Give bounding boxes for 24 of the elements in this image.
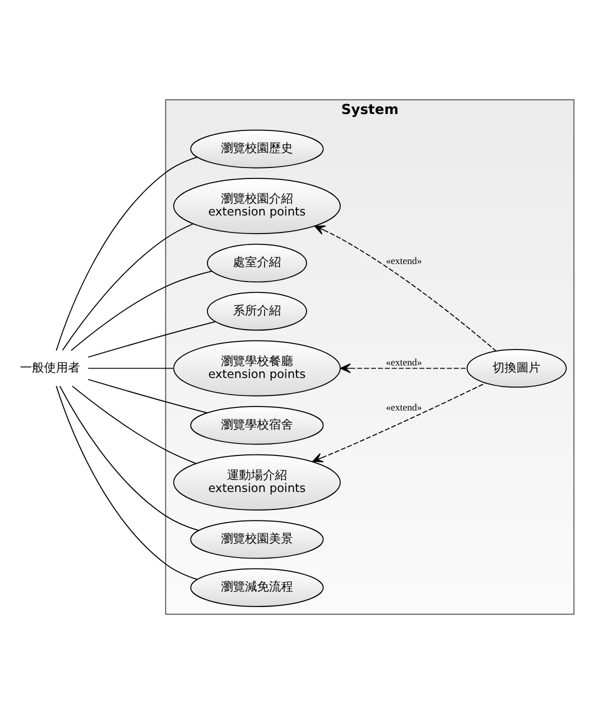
node-ellipse: 處室介紹 — [206, 243, 308, 282]
connector — [62, 223, 194, 350]
arrow — [312, 382, 486, 462]
node-ellipse: 瀏覽學校宿舍 — [190, 406, 324, 444]
node-ellipse: 瀏覽校園美景 — [190, 520, 324, 558]
arrow — [340, 362, 468, 373]
node-ellipse: 瀏覽校園歷史 — [190, 129, 324, 168]
edge-label: «extend» — [386, 402, 422, 414]
node-ellipse: 切換圖片 — [466, 348, 567, 388]
edge-label: «extend» — [386, 256, 422, 267]
connector — [72, 385, 196, 464]
edge-label: «extend» — [386, 356, 422, 368]
connector — [88, 367, 174, 368]
connector — [88, 378, 208, 413]
connector — [70, 270, 213, 350]
connector — [88, 320, 216, 358]
connector — [56, 156, 198, 351]
node-ellipse: 瀏覽學校餐廳 extension points — [173, 340, 341, 396]
node-text: 一般使用者 — [20, 360, 80, 374]
connector — [56, 385, 198, 580]
node-ellipse: 系所介紹 — [206, 291, 308, 330]
connector — [59, 385, 200, 530]
arrow — [314, 225, 497, 352]
node-ellipse: 瀏覽減免流程 — [190, 568, 324, 606]
